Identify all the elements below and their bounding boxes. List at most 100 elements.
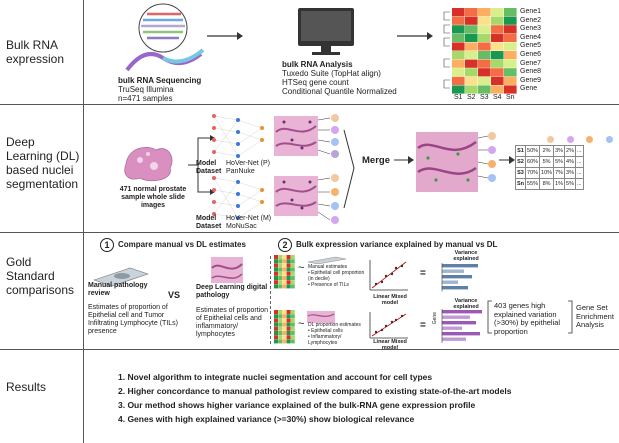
- heatmap-cell: [504, 51, 517, 60]
- heatmap-cell: [478, 68, 491, 77]
- variance-bar: [442, 315, 470, 319]
- vs-label: VS: [168, 290, 181, 300]
- gsea-text: Gene Set Enrichment Analysis: [576, 303, 614, 329]
- matrix-cell: [282, 310, 287, 314]
- heatmap-cell: [478, 33, 491, 42]
- merged-tissue-image: [416, 132, 496, 192]
- heatmap-cell: [452, 76, 465, 85]
- arrow-right-icon: [499, 156, 515, 164]
- scatter-plot-icon: [369, 312, 408, 339]
- matrix-cell: [286, 339, 291, 344]
- heatmap-cell: [478, 25, 491, 34]
- variance-bar: [442, 286, 468, 290]
- heatmap-cell: [452, 16, 465, 25]
- dl-est-2: • Inflammatory/ Lymphocytes: [308, 334, 342, 346]
- gene-label: Gene1: [520, 8, 542, 15]
- manual-est-1-text: Epithelial cell proportion (in decile): [308, 270, 365, 282]
- matrix-cell: [282, 271, 287, 276]
- dataset-name-2: MoNuSac: [226, 223, 257, 230]
- matrix-cell: [274, 263, 278, 268]
- matrix-cell: [282, 259, 287, 264]
- dendrogram-branch: [443, 24, 450, 34]
- heatmap-cell: [504, 68, 517, 77]
- dl-est-1: • Epithelial cells: [308, 328, 343, 334]
- gene-label: Gene5: [520, 42, 542, 50]
- gene-axis-label: Gene: [432, 312, 438, 325]
- heatmap-cell: [452, 25, 465, 34]
- wsi-label: 471 normal prostate sample whole slide i…: [119, 186, 187, 209]
- heatmap-cell: [452, 51, 465, 60]
- dataset-label-1: Dataset: [196, 168, 222, 175]
- variance-bar: [442, 326, 462, 330]
- bracket-left-icon: [487, 300, 492, 334]
- dendrogram-branch: [443, 58, 450, 68]
- model-label-1: Model: [196, 160, 217, 167]
- matrix-cell: [290, 314, 295, 319]
- heatmap-cell: [478, 16, 491, 25]
- heatmap-cell: [491, 25, 504, 34]
- heatmap-cell: [491, 51, 504, 60]
- matrix-cell: [290, 335, 295, 340]
- dendrogram-branch: [443, 37, 450, 47]
- manual-est-title: Manual estimates: [308, 264, 348, 270]
- variance-bar: [442, 280, 458, 284]
- matrix-cell: [278, 280, 283, 285]
- matrix-cell: [282, 322, 287, 327]
- variance-label-1: Variance explained: [453, 250, 479, 262]
- matrix-cell: [274, 331, 278, 335]
- gene-label: Gene9: [520, 76, 542, 84]
- matrix-cell: [290, 271, 295, 276]
- heatmap-cell: [478, 76, 491, 85]
- manual-desc: Estimates of proportion of Epithelial ce…: [88, 304, 178, 335]
- matrix-cell: [286, 335, 291, 340]
- heatmap-cell: [504, 8, 517, 17]
- heatmap-cell: [452, 59, 465, 68]
- merge-label: Merge: [362, 155, 390, 166]
- step1-number: 1: [100, 238, 114, 252]
- dl-est-2-text: Inflammatory/ Lymphocytes: [308, 334, 342, 346]
- heatmap-cell: [465, 76, 478, 85]
- matrix-cell: [286, 314, 291, 319]
- dl-estimates-box: DL proportion estimates • Epithelial cel…: [308, 322, 366, 346]
- heatmap-cell: [491, 76, 504, 85]
- matrix-cell: [286, 280, 291, 285]
- variance-bar: [442, 310, 482, 314]
- matrix-cell: [290, 318, 295, 323]
- section-divider: [270, 256, 271, 344]
- matrix-cell: [278, 314, 283, 319]
- matrix-cell: [282, 280, 287, 285]
- matrix-cell: [290, 263, 295, 268]
- gene-label: Gene6: [520, 50, 542, 58]
- bracket-split-icon: [188, 135, 215, 195]
- table-cell: 3%: [553, 145, 566, 157]
- variance-bar: [442, 269, 464, 273]
- heatmap-cell: [504, 42, 517, 51]
- heatmap-cell: [465, 85, 478, 94]
- scatter-plot-icon: [369, 260, 408, 291]
- table-cell: ...: [574, 156, 584, 168]
- matrix-cell: [274, 267, 278, 272]
- manual-estimates-box: Manual estimates • Epithelial cell propo…: [308, 264, 366, 288]
- heatmap-cell: [452, 8, 465, 17]
- heatmap-cell: [465, 59, 478, 68]
- step2-number: 2: [278, 238, 292, 252]
- table-cell: 55%: [525, 178, 541, 190]
- lmm-label-2: Linear Mixed model: [373, 339, 407, 351]
- heatmap-cell: [452, 42, 465, 51]
- table-cell: ...: [574, 167, 584, 179]
- step2-text: Bulk expression variance explained by ma…: [296, 240, 498, 250]
- table-cell: 5%: [553, 156, 566, 168]
- table-cell: 70%: [525, 167, 541, 179]
- matrix-cell: [278, 263, 283, 268]
- matrix-cell: [286, 322, 291, 327]
- table-cell: 50%: [525, 145, 541, 157]
- matrix-cell: [278, 259, 283, 264]
- table-cell: S1: [514, 145, 527, 157]
- sample-label: S3: [480, 94, 489, 101]
- cell-icon: [605, 136, 613, 143]
- rna-sequencing-icon: [125, 3, 205, 72]
- cell-icon: [547, 136, 555, 143]
- row-label-dl: Deep Learning (DL) based nuclei segmenta…: [6, 135, 80, 191]
